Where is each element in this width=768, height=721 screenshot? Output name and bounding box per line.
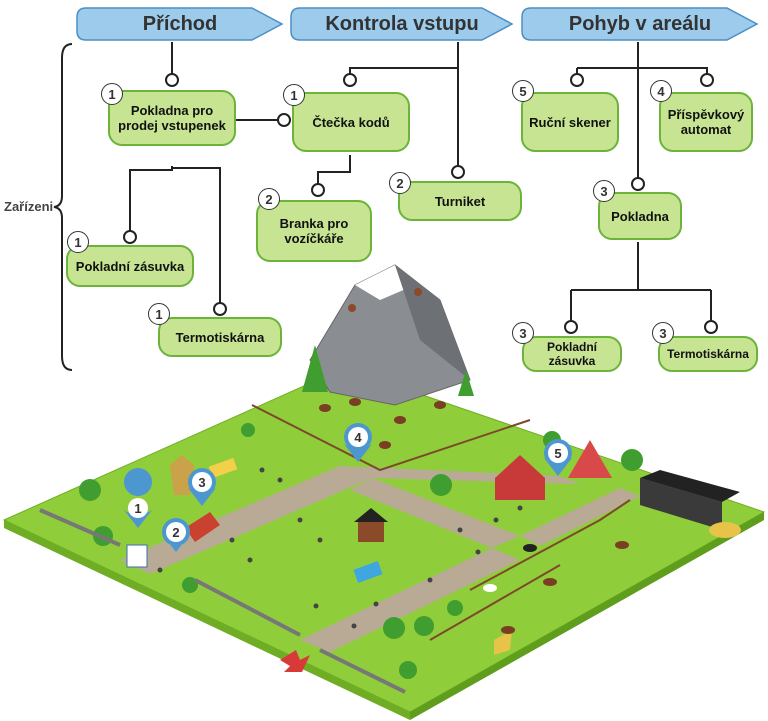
node-ticket-office-line2: prodej vstupenek	[118, 118, 226, 133]
node-code-reader-label: Čtečka kodů	[312, 114, 390, 130]
badge-ticket-office: 1	[101, 83, 123, 105]
map-pin-5-label: 5	[554, 446, 561, 461]
badge-donation-machine: 4	[650, 80, 672, 102]
node-cash-drawer-right-line1: Pokladní	[546, 340, 597, 354]
node-cashier-label: Pokladna	[611, 208, 669, 224]
header-control: Kontrola vstupu	[290, 7, 514, 41]
badge-cash-drawer-right: 3	[512, 322, 534, 344]
badge-wheelchair-gate: 2	[258, 188, 280, 210]
node-hand-scanner-label: Ruční skener	[529, 114, 611, 130]
map-pin-4-label: 4	[354, 430, 362, 445]
map-pin-5	[544, 439, 572, 476]
badge-hand-scanner: 5	[512, 80, 534, 102]
node-hand-scanner: Ruční skener	[521, 92, 619, 152]
badge-thermal-printer-left: 1	[148, 303, 170, 325]
node-turnstile: Turniket	[398, 181, 522, 221]
map-pin-2-label: 2	[172, 525, 179, 540]
node-turnstile-label: Turniket	[434, 193, 486, 209]
ticket-booth	[126, 544, 148, 568]
header-control-label: Kontrola vstupu	[325, 12, 479, 35]
node-donation-machine-line1: Příspěvkový	[667, 107, 745, 122]
header-movement-label: Pohyb v areálu	[568, 12, 712, 35]
exit-arrow	[280, 650, 310, 672]
header-entry-label: Příchod	[142, 12, 218, 35]
node-ticket-office-line1: Pokladna pro	[130, 103, 214, 118]
badge-code-reader: 1	[283, 84, 305, 106]
badge-cash-drawer-left: 1	[67, 231, 89, 253]
node-cash-drawer-right-line2: zásuvka	[548, 354, 596, 368]
map-pin-3	[188, 468, 216, 506]
map-pin-1-label: 1	[134, 501, 141, 516]
badge-thermal-printer-right: 3	[652, 322, 674, 344]
node-cashier: Pokladna	[598, 192, 682, 240]
circus-tent	[495, 455, 545, 500]
badge-cashier: 3	[593, 180, 615, 202]
node-donation-machine-line2: automat	[680, 122, 732, 137]
park-path-main	[120, 466, 372, 574]
header-entry: Příchod	[76, 7, 284, 41]
node-code-reader: Čtečka kodů	[292, 92, 410, 152]
node-thermal-printer-left-label: Termotiskárna	[175, 329, 265, 345]
header-movement: Pohyb v areálu	[521, 7, 759, 41]
node-thermal-printer-left: Termotiskárna	[158, 317, 282, 357]
node-cash-drawer-left: Pokladní zásuvka	[66, 245, 194, 287]
node-wheelchair-gate-line1: Branka pro	[279, 216, 349, 231]
barn	[640, 478, 722, 530]
map-pin-2	[162, 518, 190, 552]
side-label: Zařízeni	[4, 199, 54, 214]
map-pin-4	[344, 423, 372, 462]
node-cash-drawer-left-label: Pokladní zásuvka	[75, 258, 185, 274]
node-thermal-printer-right: Termotiskárna	[658, 336, 758, 372]
badge-turnstile: 2	[389, 172, 411, 194]
node-wheelchair-gate-line2: vozíčkáře	[284, 231, 344, 246]
node-thermal-printer-right-label: Termotiskárna	[667, 346, 749, 361]
park-path-middle	[350, 478, 520, 548]
map-pin-3-label: 3	[198, 475, 205, 490]
map-pin-1	[124, 468, 153, 528]
